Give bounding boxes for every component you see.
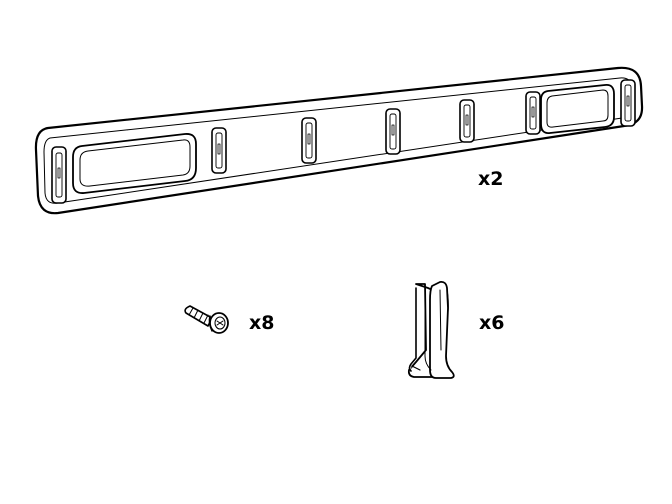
screw-quantity-label: x8 (249, 312, 275, 334)
rail-slot (211, 127, 227, 174)
rail-slot (385, 108, 401, 155)
rail-slot (301, 117, 317, 164)
rail-slot (51, 146, 67, 204)
screw-part (184, 305, 229, 334)
clip-quantity-label: x6 (479, 312, 505, 334)
rail-slot (525, 91, 541, 135)
rail-part (34, 66, 644, 215)
clip-part (407, 280, 455, 379)
rail-quantity-label: x2 (478, 168, 504, 190)
rail-slot (620, 79, 636, 127)
rail-slot (459, 99, 475, 143)
